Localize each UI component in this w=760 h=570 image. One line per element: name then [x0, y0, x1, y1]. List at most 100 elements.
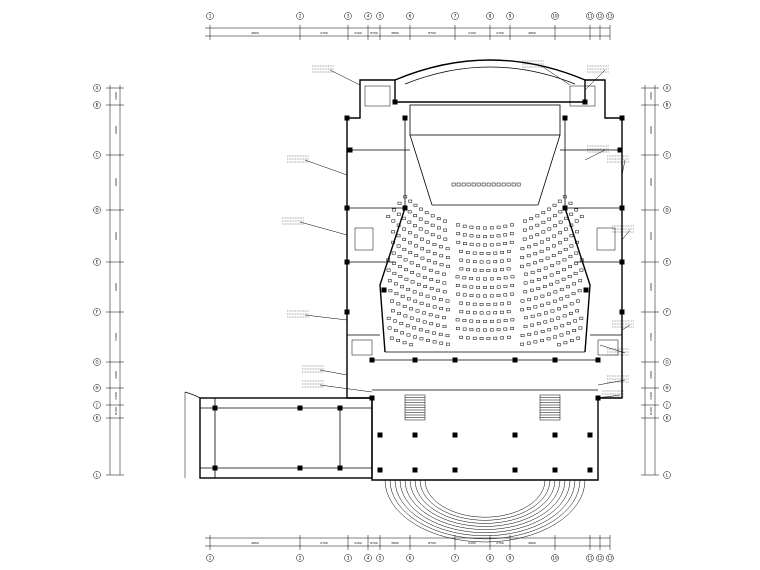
dimension-text: 2700 [320, 541, 328, 545]
seat [496, 277, 501, 280]
grid-bubble [451, 12, 459, 20]
seat [472, 302, 477, 306]
seat [575, 230, 579, 234]
seat [469, 277, 474, 280]
seat [510, 275, 515, 279]
grid-label: 2 [299, 13, 302, 18]
seat [537, 313, 542, 317]
seat [569, 212, 574, 216]
seat [496, 319, 501, 323]
seat [402, 247, 407, 251]
dimension-text: 3000 [649, 371, 653, 379]
seat [479, 252, 484, 255]
seat [391, 208, 396, 212]
seat [483, 243, 487, 247]
seat [386, 316, 391, 320]
grid-label: J [95, 402, 97, 407]
seat [476, 277, 480, 281]
seat [436, 323, 440, 327]
seat [562, 314, 567, 318]
seat [442, 272, 446, 276]
seat [489, 285, 494, 289]
seat [404, 268, 408, 272]
dimension-text: 6000 [114, 178, 118, 186]
seat [486, 182, 491, 187]
seat [511, 182, 516, 187]
dimension-text: 4800 [251, 31, 259, 35]
seat [445, 334, 450, 338]
seat [540, 294, 545, 298]
seat [563, 237, 568, 241]
grid-label: L [96, 472, 99, 477]
dimension-text: 8700 [370, 541, 378, 545]
seat [510, 326, 514, 330]
seat [456, 326, 460, 330]
leader-line [299, 221, 348, 236]
grid-label: 12 [597, 13, 603, 18]
seat [414, 254, 419, 257]
seat [432, 305, 437, 309]
column [582, 99, 588, 105]
grid-bubble [663, 471, 671, 479]
column [583, 287, 589, 293]
seat [503, 284, 508, 288]
seat [430, 233, 435, 237]
seat [439, 245, 443, 249]
dimension-text: 3600 [649, 92, 653, 100]
grid-label: H [95, 385, 98, 390]
grid-label: 4 [367, 13, 370, 18]
grid-label: 7 [454, 13, 457, 18]
seat [423, 285, 428, 288]
seat [533, 340, 538, 344]
seat [391, 219, 396, 223]
column [212, 405, 218, 411]
column [587, 432, 593, 438]
seat [402, 237, 407, 241]
seat [549, 282, 553, 286]
seat [469, 285, 474, 289]
leader-line [621, 229, 631, 241]
leader-line [304, 159, 348, 176]
seat [520, 308, 524, 312]
seat [408, 241, 412, 245]
seat [574, 219, 579, 223]
seat [486, 260, 491, 264]
seat [429, 322, 434, 326]
seat [466, 310, 470, 314]
annotation-leaders [282, 60, 634, 399]
column [619, 309, 625, 315]
dimension-text: 4800 [528, 541, 536, 545]
seat [443, 228, 448, 232]
dimension-text: 2100 [468, 541, 476, 545]
column [212, 465, 218, 471]
seat [540, 240, 544, 244]
seat [424, 220, 429, 224]
seat [466, 182, 471, 187]
leader-line [329, 69, 361, 86]
grid-bubble [93, 101, 101, 109]
seat [535, 214, 540, 218]
seat [547, 227, 552, 231]
grid-bubble [551, 554, 559, 562]
seat [432, 243, 437, 246]
seat [387, 326, 392, 330]
seat [530, 314, 535, 318]
seat [523, 219, 527, 223]
seat [493, 251, 498, 255]
column [617, 147, 623, 153]
seat [527, 298, 532, 302]
grid-bubble [296, 554, 304, 562]
seat [479, 303, 484, 306]
dimension-text: 3300 [114, 333, 118, 341]
seat [569, 339, 574, 342]
leader-line [319, 369, 348, 376]
seat [493, 311, 498, 315]
seat [569, 223, 574, 227]
column [562, 205, 568, 211]
seat [486, 269, 491, 272]
grid-bubble [376, 12, 384, 20]
seat [486, 252, 491, 255]
seat [573, 319, 577, 323]
seat [571, 292, 576, 296]
